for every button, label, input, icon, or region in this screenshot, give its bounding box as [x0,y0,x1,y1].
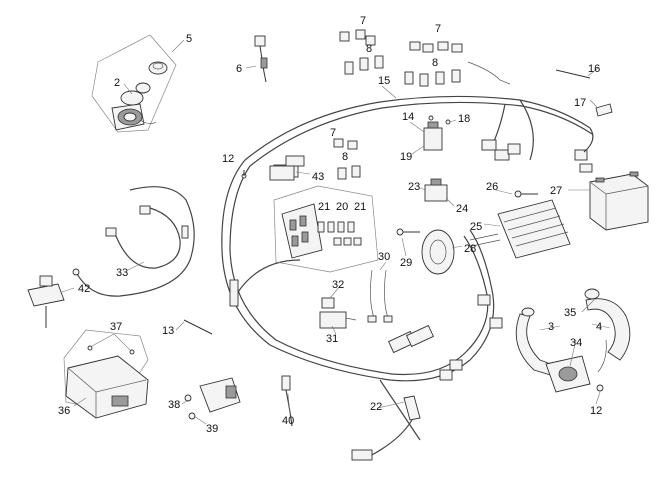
callout-7: 7 [360,15,366,27]
callout-33: 33 [116,267,128,279]
switch-30 [367,269,393,323]
callout-21: 21 [318,201,330,213]
callout-3: 3 [548,321,554,333]
callout-4: 4 [596,321,602,333]
ecu-36 [63,329,149,419]
callout-6: 6 [236,63,242,75]
callout-19: 19 [400,151,412,163]
callout-labels: 5 2 6 7 8 7 8 16 15 17 14 18 7 8 12 43 1… [58,15,602,435]
callout-38: 38 [168,399,180,411]
fuse-box [273,185,379,273]
callout-8: 8 [432,57,438,69]
callout-15: 15 [378,75,390,87]
callout-8: 8 [342,151,348,163]
callout-26: 26 [486,181,498,193]
callout-12: 12 [590,405,602,417]
callout-18: 18 [458,113,470,125]
callout-36: 36 [58,405,70,417]
battery [589,171,649,231]
callout-7: 7 [330,127,336,139]
callout-39: 39 [206,423,218,435]
sensor-42 [27,275,65,328]
rod-13 [183,319,213,335]
callout-37: 37 [110,321,122,333]
callout-13: 13 [162,325,174,337]
callout-21: 21 [354,201,366,213]
callout-31: 31 [326,333,338,345]
sensor-38-39 [184,377,241,420]
lead-22 [351,395,421,461]
battery-cables-33 [72,186,195,297]
callout-5: 5 [186,33,192,45]
callout-7: 7 [435,23,441,35]
rod-16 [555,69,591,79]
clip-17 [595,103,613,117]
callout-28: 28 [464,243,476,255]
callout-32: 32 [332,279,344,291]
horn [396,228,455,275]
sensor-part-6 [254,35,268,83]
voltage-regulator [469,190,571,259]
callout-22: 22 [370,401,382,413]
callout-17: 17 [574,97,586,109]
connector-43 [269,165,295,181]
callout-23: 23 [408,181,420,193]
relay-cluster-middle [333,138,361,180]
callout-8: 8 [366,43,372,55]
callout-24: 24 [456,203,468,215]
callout-2: 2 [114,77,120,89]
callout-35: 35 [564,307,576,319]
callout-30: 30 [378,251,390,263]
screw-12-top [241,170,247,179]
callout-20: 20 [336,201,348,213]
sensor-31-32 [319,297,357,329]
callout-34: 34 [570,337,582,349]
relay-19-assembly [423,115,451,151]
callout-42: 42 [78,283,90,295]
callout-12: 12 [222,153,234,165]
callout-16: 16 [588,63,600,75]
leader-lines [61,39,611,425]
callout-25: 25 [470,221,482,233]
callout-27: 27 [550,185,562,197]
callout-29: 29 [400,257,412,269]
starter-relay-23-24 [424,178,448,202]
relay-cluster-top [339,29,511,87]
fuel-pump-hoses [515,288,631,393]
callout-14: 14 [402,111,414,123]
callout-43: 43 [312,171,324,183]
callout-40: 40 [282,415,294,427]
ignition-switch-group [91,34,177,133]
